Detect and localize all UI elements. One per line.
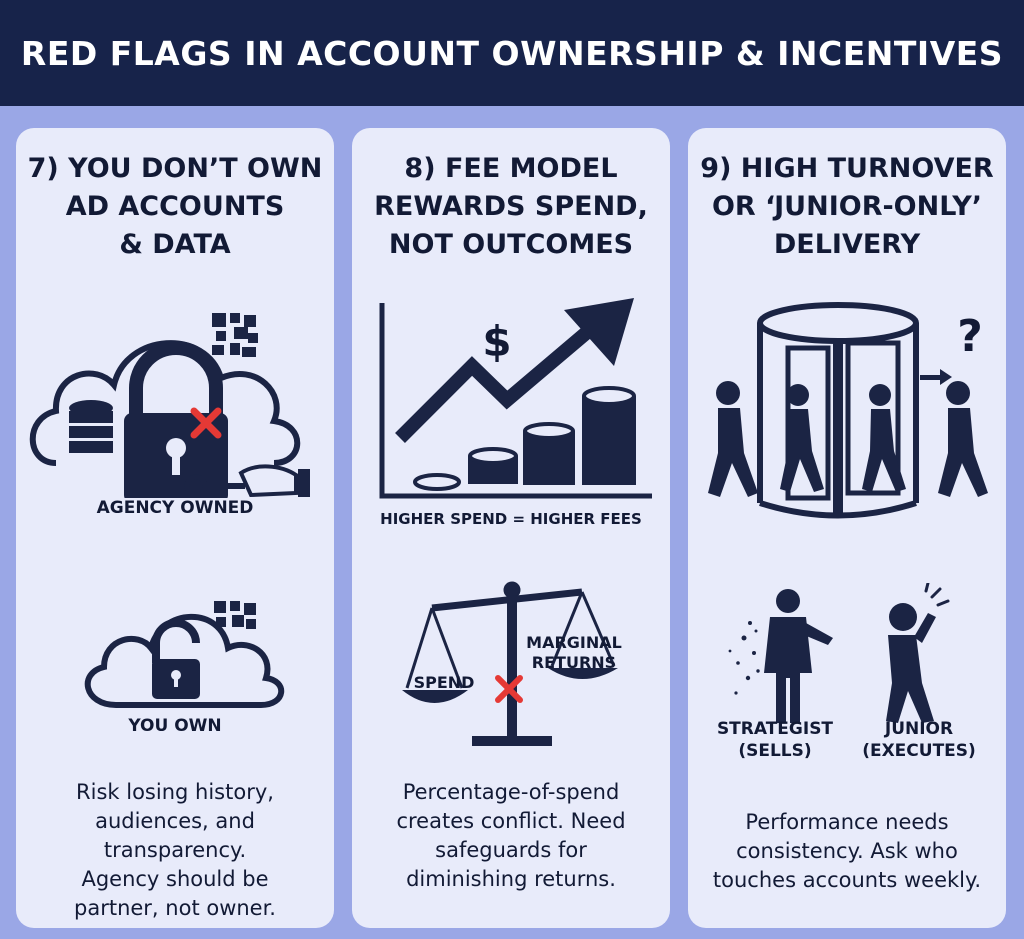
arrow-right-icon <box>920 369 952 385</box>
walking-person-icon <box>708 381 758 497</box>
strategist-label: STRATEGIST (SELLS) <box>616 718 934 762</box>
card-turnover: 9) HIGH TURNOVER OR ‘JUNIOR-ONLY’ DELIVE… <box>688 128 1006 928</box>
balance-scale-icon <box>402 581 618 746</box>
dollar-icon: $ <box>482 317 511 366</box>
revolving-door-illustration: ? <box>708 302 988 519</box>
question-mark-icon: ? <box>957 311 983 362</box>
card-title-line: AD ACCOUNTS <box>65 191 285 222</box>
higher-spend-caption: HIGHER SPEND = HIGHER FEES <box>380 510 642 528</box>
qr-code-icon <box>214 601 256 629</box>
card-title-line: 9) HIGH TURNOVER <box>700 153 994 184</box>
agency-owned-caption: AGENCY OWNED <box>96 498 254 518</box>
header-bar: RED FLAGS IN ACCOUNT OWNERSHIP & INCENTI… <box>0 0 1024 106</box>
growth-chart-illustration: $ <box>379 298 652 499</box>
qr-code-icon <box>212 313 258 357</box>
walking-person-icon <box>938 381 988 497</box>
growth-chart-icon <box>379 298 652 499</box>
body-line: safeguards for <box>435 838 587 862</box>
red-x-icon <box>495 675 523 703</box>
body-line: creates conflict. Need <box>396 809 626 833</box>
coin-stacks-icon <box>413 386 636 491</box>
strategist-junior-illustration <box>728 583 950 723</box>
card-account-ownership: 7) YOU DON’T OWN AD ACCOUNTS & DATA <box>16 128 334 928</box>
card-title-line: DELIVERY <box>773 229 921 260</box>
body-line: audiences, and <box>95 809 255 833</box>
card-title: 9) HIGH TURNOVER OR ‘JUNIOR-ONLY’ DELIVE… <box>688 150 1006 264</box>
revolving-door-icon <box>757 302 919 519</box>
card-title-line: NOT OUTCOMES <box>388 229 634 260</box>
page-title: RED FLAGS IN ACCOUNT OWNERSHIP & INCENTI… <box>20 33 1004 73</box>
body-line: Agency should be <box>81 867 269 891</box>
junior-label: JUNIOR (EXECUTES) <box>760 718 1024 762</box>
strategist-icon <box>728 589 833 723</box>
card-title-line: OR ‘JUNIOR-ONLY’ <box>711 191 983 222</box>
cloud-icon <box>84 613 285 708</box>
card-fee-model: 8) FEE MODEL REWARDS SPEND, NOT OUTCOMES… <box>352 128 670 928</box>
walking-person-icon <box>862 384 906 492</box>
you-own-illustration <box>84 601 285 708</box>
spend-label: SPEND <box>414 673 475 692</box>
padlock-locked-icon <box>124 341 228 498</box>
card-title-line: & DATA <box>119 229 231 260</box>
database-icon <box>69 400 113 453</box>
body-line: touches accounts weekly. <box>712 868 982 892</box>
card-title-line: 7) YOU DON’T OWN <box>27 153 323 184</box>
card-body-text: Performance needs consistency. Ask who t… <box>698 808 996 895</box>
marginal-returns-label-line: MARGINAL <box>526 633 622 652</box>
body-line: Risk losing history, <box>76 780 274 804</box>
stressed-junior-icon <box>886 603 936 723</box>
card-title-line: REWARDS SPEND, <box>374 191 648 222</box>
stress-lines-icon <box>924 583 950 607</box>
red-x-icon <box>190 407 222 439</box>
card-title: 7) YOU DON’T OWN AD ACCOUNTS & DATA <box>16 150 334 264</box>
card-body-text: Percentage-of-spend creates conflict. Ne… <box>362 778 660 894</box>
junior-label-line: JUNIOR <box>884 719 954 739</box>
body-line: Percentage-of-spend <box>402 780 620 804</box>
balance-scale-illustration: SPEND MARGINAL RETURNS <box>402 581 622 746</box>
body-line: Performance needs <box>745 810 949 834</box>
body-line: consistency. Ask who <box>736 839 958 863</box>
agency-owned-illustration <box>29 313 310 498</box>
walking-person-icon <box>780 384 824 492</box>
hand-key-icon <box>184 464 310 498</box>
card-body-text: Risk losing history, audiences, and tran… <box>26 778 324 923</box>
you-own-caption: YOU OWN <box>128 716 222 736</box>
card-title: 8) FEE MODEL REWARDS SPEND, NOT OUTCOMES <box>352 150 670 264</box>
junior-label-line: (EXECUTES) <box>862 741 976 761</box>
body-line: transparency. <box>103 838 247 862</box>
padlock-unlocked-icon <box>152 619 200 699</box>
strategist-label-line: STRATEGIST <box>716 719 834 739</box>
body-line: partner, not owner. <box>74 896 276 920</box>
body-line: diminishing returns. <box>406 867 616 891</box>
card-title-line: 8) FEE MODEL <box>404 153 618 184</box>
strategist-label-line: (SELLS) <box>738 741 812 761</box>
marginal-returns-label-line: RETURNS <box>532 653 616 672</box>
